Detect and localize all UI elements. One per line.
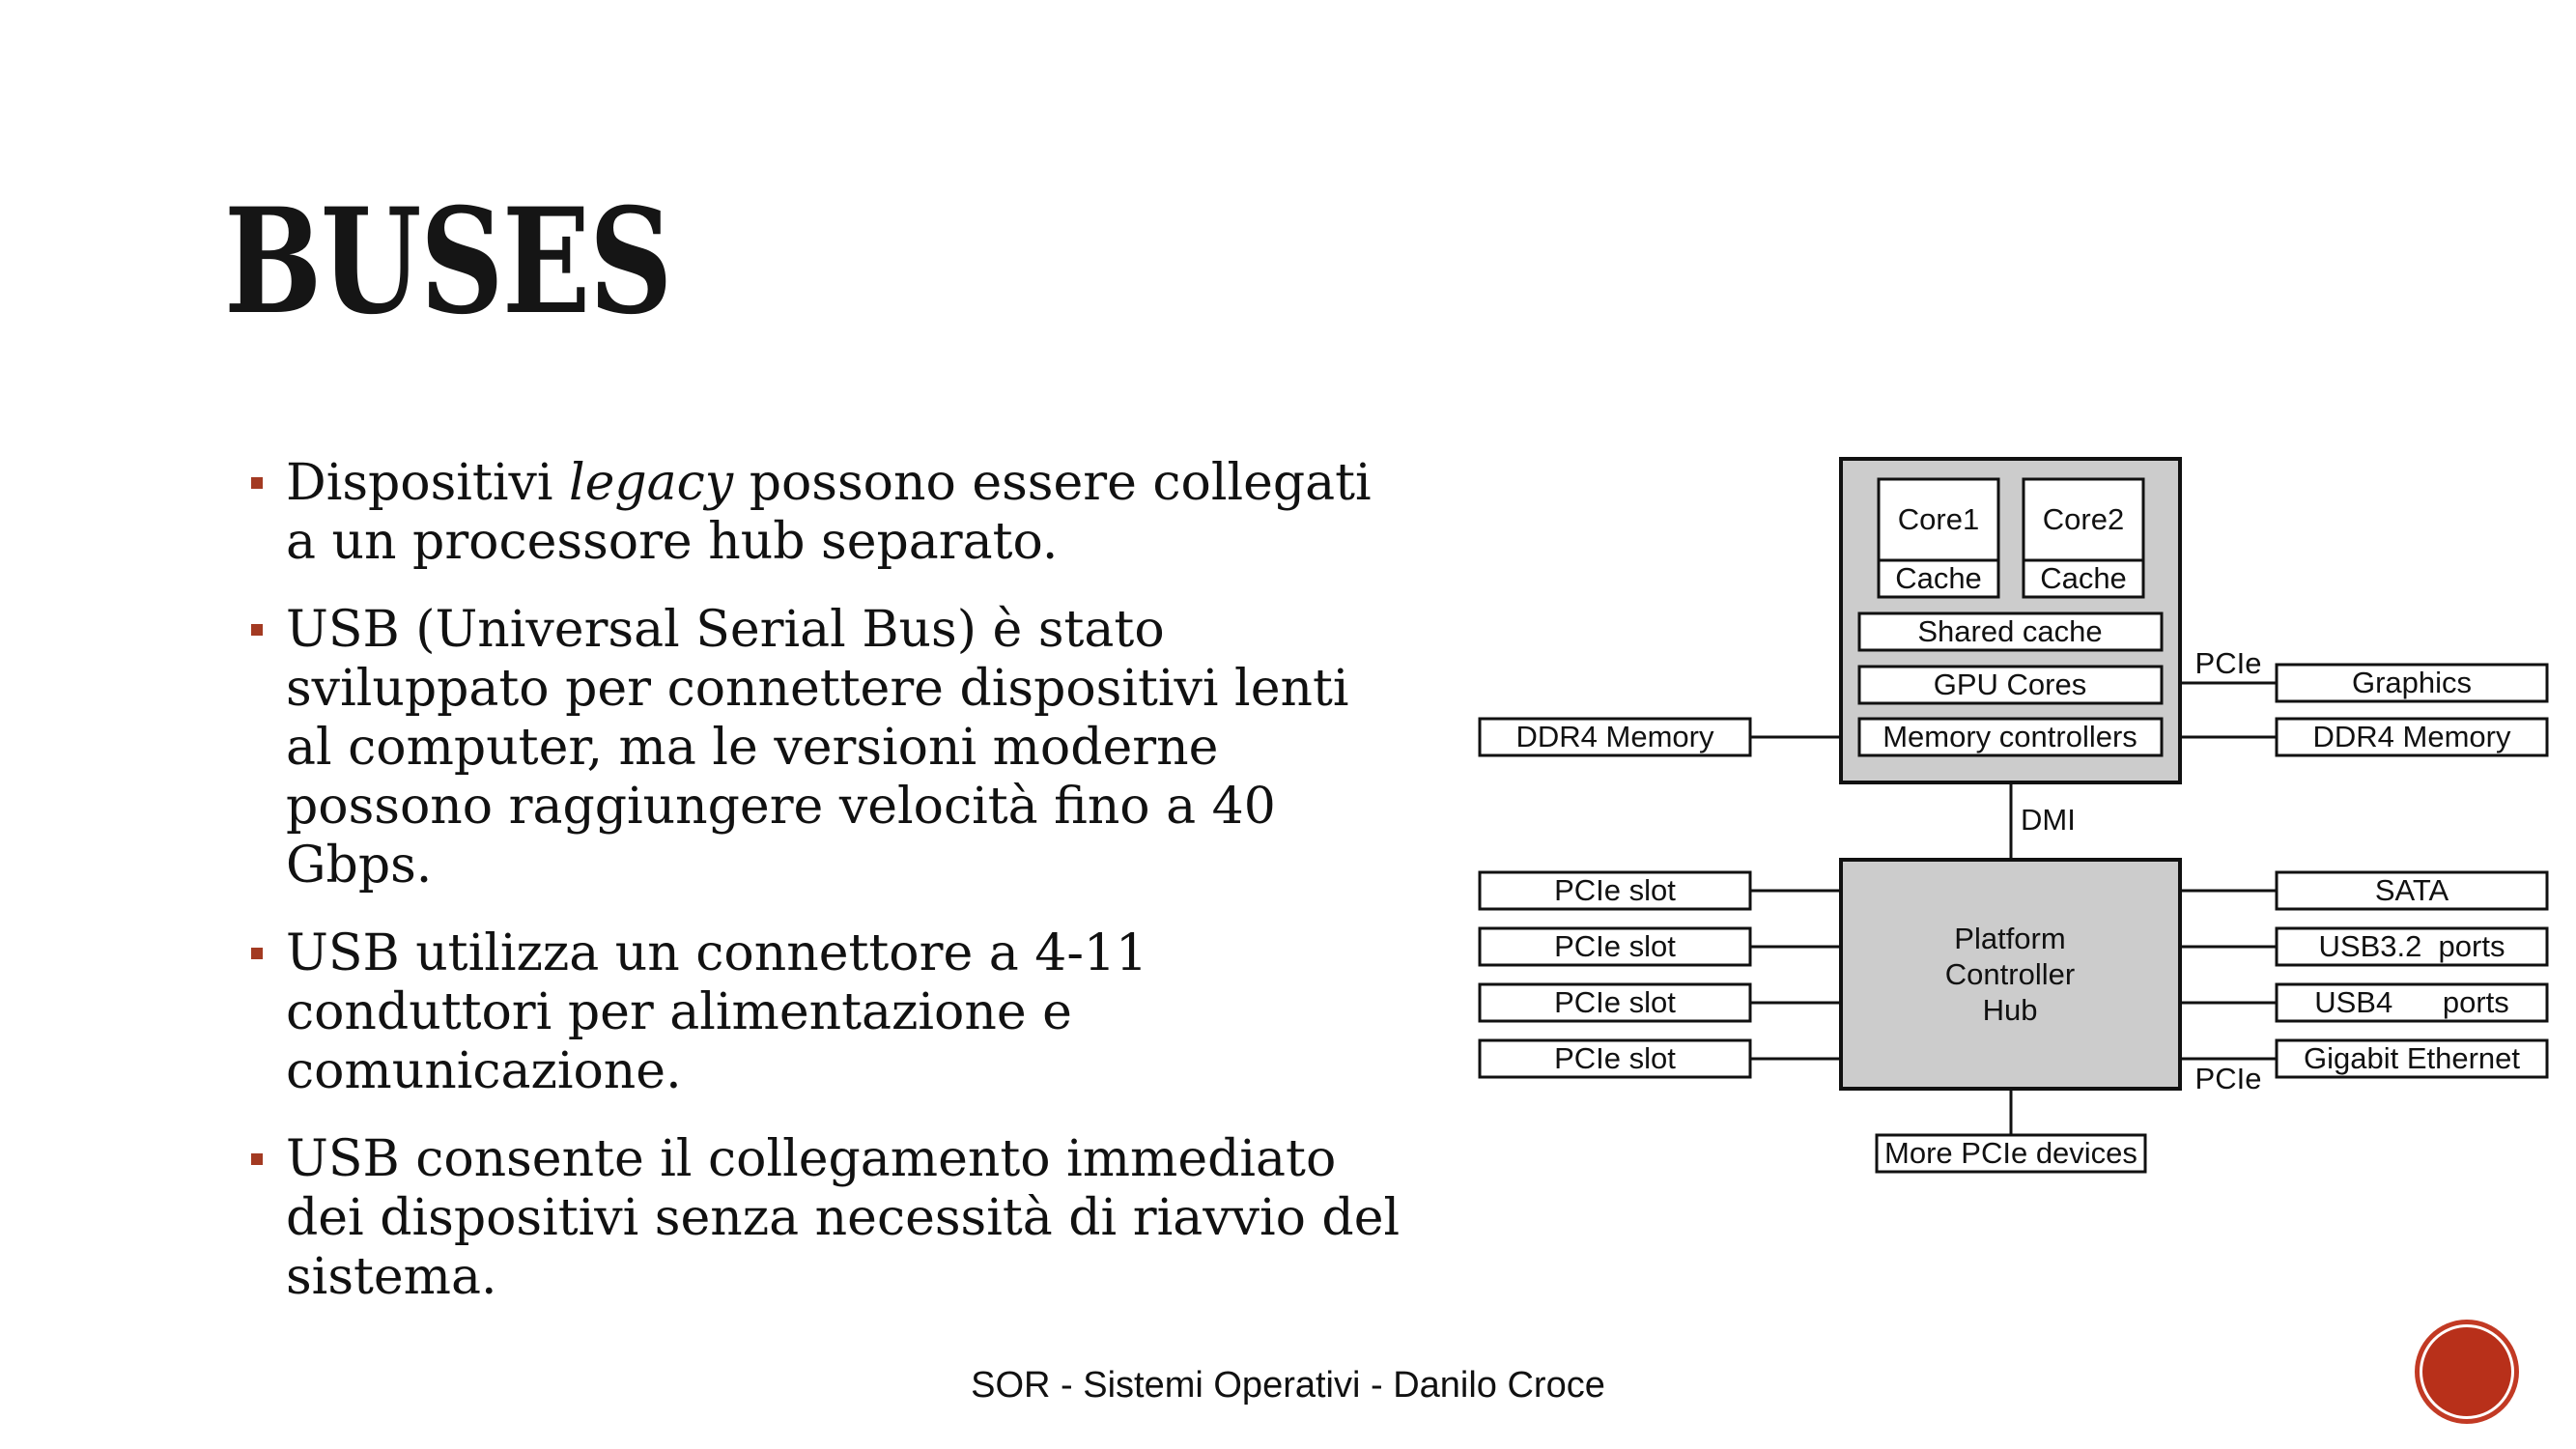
pcie-slot-label: PCIe slot [1554,985,1676,1019]
pcie-bottom-label: PCIe [2195,1062,2262,1095]
bullet-text-part: possono essere collegati a un processore… [286,454,1372,571]
right-ddr4-memory-label: DDR4 Memory [2313,720,2511,753]
pcie-slot-box [1478,926,1752,967]
cache2-box [2022,558,2145,599]
slide-title: BUSES [224,177,672,347]
dmi-label: DMI [2021,803,2076,837]
core1-label: Core1 [1898,502,1979,536]
right-ddr4-memory-box [2275,717,2549,757]
bus-architecture-diagram: Core1 Core2 Cache Cache Shared cache GPU… [1468,454,2560,1188]
cache2-label: Cache [2040,561,2127,595]
gigabit-ethernet-label: Gigabit Ethernet [2304,1041,2520,1075]
bullet-text: USB (Universal Serial Bus) è stato svilu… [286,601,1349,895]
pcie-slot-label: PCIe slot [1554,1041,1676,1075]
core2-label: Core2 [2043,502,2124,536]
pcie-slot-label: PCIe slot [1554,929,1676,963]
bullet-marker [251,948,263,959]
left-ddr4-memory-label: DDR4 Memory [1516,720,1714,753]
bullet-emphasis: legacy [568,454,734,512]
memory-controllers-label: Memory controllers [1882,720,2137,753]
bullet-list: Dispositivi legacy possono essere colleg… [251,454,1410,1336]
core1-box [1877,477,2000,562]
bullet-marker [251,477,263,489]
bullet-item: USB utilizza un connettore a 4-11 condut… [251,924,1410,1101]
bullet-marker [251,624,263,636]
memory-controllers-box [1857,717,2164,757]
bullet-text: Dispositivi legacy possono essere colleg… [286,454,1410,572]
usb4-ports-box [2275,982,2549,1023]
pcie-slot-box [1478,1038,1752,1079]
platform-controller-hub-box [1839,858,2182,1091]
pcie-top-label: PCIe [2195,646,2262,680]
more-pcie-devices-label: More PCIe devices [1884,1136,2137,1170]
sata-box [2275,870,2549,911]
pch-label-line2: Controller [1945,957,2075,991]
gpu-cores-box [1857,665,2164,705]
shared-cache-label: Shared cache [1917,614,2102,648]
pch-label-line3: Hub [1983,993,2038,1027]
gpu-cores-label: GPU Cores [1934,668,2086,701]
pcie-slot-box [1478,870,1752,911]
pcie-slot-box [1478,982,1752,1023]
left-ddr4-memory-box [1478,717,1752,757]
connector-lines [1750,681,2277,1135]
sata-label: SATA [2375,873,2449,907]
graphics-box [2275,663,2549,703]
bullet-marker [251,1153,263,1165]
cache1-label: Cache [1895,561,1982,595]
bullet-text: USB consente il collegamento immediato d… [286,1130,1401,1306]
shared-cache-box [1857,611,2164,652]
usb32-ports-label: USB3.2 ports [2319,929,2505,963]
bullet-text: USB utilizza un connettore a 4-11 condut… [286,924,1148,1100]
more-pcie-devices-box [1875,1133,2147,1174]
cache1-box [1877,558,2000,599]
slide-number-badge [2420,1324,2514,1419]
slide-footer: SOR - Sistemi Operativi - Danilo Croce [971,1365,1605,1406]
usb32-ports-box [2275,926,2549,967]
bullet-item: USB consente il collegamento immediato d… [251,1130,1410,1307]
graphics-label: Graphics [2352,666,2472,699]
bullet-item: Dispositivi legacy possono essere colleg… [251,454,1410,572]
pch-label-line1: Platform [1954,922,2065,955]
usb4-ports-label: USB4 ports [2314,985,2509,1019]
pcie-slot-label: PCIe slot [1554,873,1676,907]
core2-box [2022,477,2145,562]
gigabit-ethernet-box [2275,1038,2549,1079]
diagram-svg: Core1 Core2 Cache Cache Shared cache GPU… [1478,457,2549,1174]
bullet-item: USB (Universal Serial Bus) è stato svilu… [251,601,1410,895]
bullet-text-part: Dispositivi [286,454,569,512]
